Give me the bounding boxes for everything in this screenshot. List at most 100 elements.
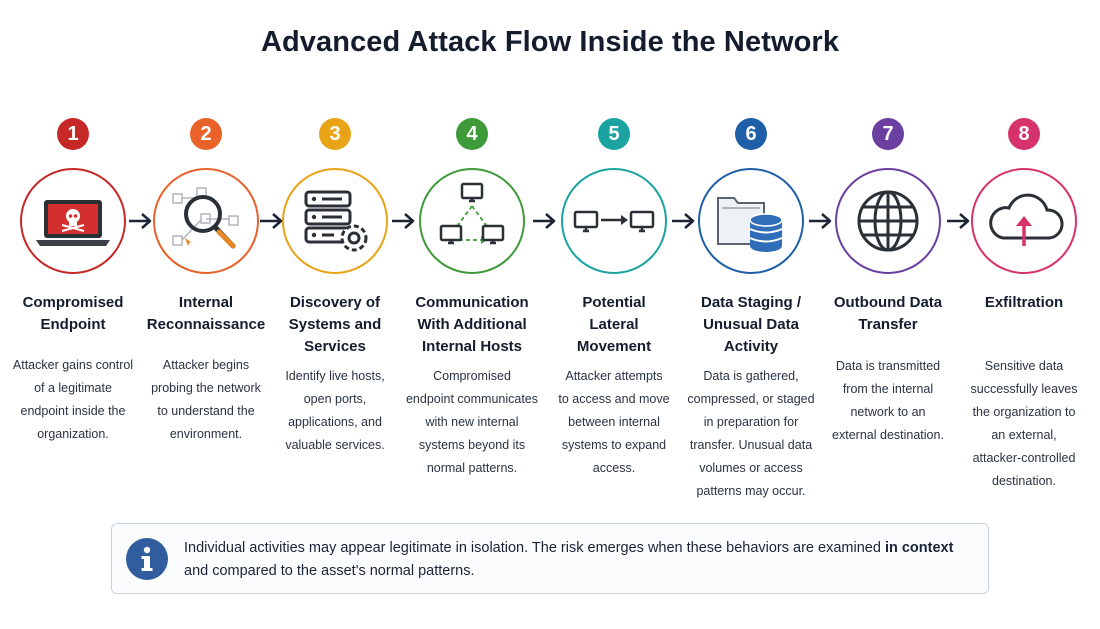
step-desc-line: external destination. xyxy=(832,428,944,442)
step-desc-line: the organization to xyxy=(972,405,1076,419)
flow-arrow-icon xyxy=(945,210,971,232)
step-desc-line: Compromised xyxy=(433,369,511,383)
step-desc-line: open ports, xyxy=(303,392,367,406)
info-icon xyxy=(126,538,168,580)
step-number-badge: 2 xyxy=(190,118,222,150)
step-desc-line: patterns may occur. xyxy=(696,484,806,498)
step-desc-line: attacker-controlled xyxy=(972,451,1076,465)
folder-database-icon xyxy=(717,197,783,252)
step-desc-line: transfer. Unusual data xyxy=(689,438,813,452)
step-description: Data is gathered, compressed, or staged in… xyxy=(679,365,823,503)
server-gear-icon xyxy=(304,190,368,252)
step-icon-ring xyxy=(20,168,126,274)
step-title-line: Internal Hosts xyxy=(421,338,523,355)
step-description: Sensitive data successfully leaves the org… xyxy=(952,355,1096,493)
step-number-badge: 8 xyxy=(1008,118,1040,150)
step-title-line: Outbound Data xyxy=(833,294,943,311)
step-desc-line: from the internal xyxy=(842,382,934,396)
info-text-after: and compared to the asset's normal patte… xyxy=(184,563,475,579)
step-title-line: Activity xyxy=(723,338,779,355)
step-description: Attacker begins probing the network to und… xyxy=(134,354,278,446)
step-number-badge: 4 xyxy=(456,118,488,150)
step-desc-line: successfully leaves xyxy=(970,382,1078,396)
step-description: Compromised endpoint communicates with new… xyxy=(400,365,544,480)
step-desc-line: compressed, or staged xyxy=(687,392,815,406)
step-desc-line: in preparation for xyxy=(703,415,799,429)
info-text-before: Individual activities may appear legitim… xyxy=(184,540,885,556)
step-desc-line: Sensitive data xyxy=(984,359,1064,373)
step-desc-line: organization. xyxy=(37,427,109,441)
step-desc-line: network to an xyxy=(850,405,926,419)
step-desc-line: with new internal xyxy=(425,415,519,429)
step-title-line: Data Staging / xyxy=(700,294,801,311)
step-title-line: Exfiltration xyxy=(984,294,1064,311)
cloud-upload-icon xyxy=(989,193,1064,246)
hosts-network-icon xyxy=(439,182,505,245)
step-title-line: Communication xyxy=(415,294,529,311)
step-desc-line: volumes or access xyxy=(699,461,803,475)
step-title-line: Unusual Data xyxy=(703,316,799,333)
step-desc-line: valuable services. xyxy=(285,438,385,452)
step-desc-line: destination. xyxy=(992,474,1056,488)
lateral-movement-icon xyxy=(573,210,655,233)
flow-arrow-icon xyxy=(531,210,557,232)
step-desc-line: Data is gathered, xyxy=(703,369,799,383)
step-desc-line: access. xyxy=(592,461,636,475)
step-number-badge: 5 xyxy=(598,118,630,150)
step-desc-line: systems to expand xyxy=(561,438,667,452)
step-title-line: Services xyxy=(304,338,366,355)
step-desc-line: of a legitimate xyxy=(34,381,112,395)
step-title-line: Internal xyxy=(178,294,234,311)
step-title-line: Transfer xyxy=(858,316,918,333)
step-icon-ring xyxy=(282,168,388,274)
step-desc-line: environment. xyxy=(169,427,243,441)
flow-arrow-icon xyxy=(390,210,416,232)
flow-arrow-icon xyxy=(127,210,153,232)
info-text-bold: in context xyxy=(884,540,954,556)
step-title-line: Discovery of xyxy=(289,294,381,311)
step-desc-line: Attacker begins xyxy=(162,358,250,372)
step-title-line: Systems and xyxy=(288,316,382,333)
step-title-line: Endpoint xyxy=(40,316,106,333)
laptop-skull-icon xyxy=(36,200,110,246)
step-icon-ring xyxy=(971,168,1077,274)
info-text: Individual activities may appear legitim… xyxy=(184,537,974,583)
step-desc-line: Attacker attempts xyxy=(565,369,663,383)
magnifier-network-icon xyxy=(172,187,239,249)
step-description: Identify live hosts, open ports, applicati… xyxy=(263,365,407,457)
step-desc-line: probing the network xyxy=(151,381,261,395)
flow-arrow-icon xyxy=(670,210,696,232)
step-icon-ring xyxy=(561,168,667,274)
step-title-line: Compromised xyxy=(22,294,124,311)
step-desc-line: between internal xyxy=(568,415,660,429)
step-desc-line: normal patterns. xyxy=(426,461,518,475)
page-title: Advanced Attack Flow Inside the Network xyxy=(260,26,840,58)
step-icon-ring xyxy=(153,168,259,274)
step-icon-ring xyxy=(698,168,804,274)
step-title: Exfiltration xyxy=(954,292,1094,314)
step-desc-line: to access and move xyxy=(558,392,670,406)
step-number-badge: 1 xyxy=(57,118,89,150)
step-title-line: Reconnaissance xyxy=(146,316,266,333)
info-callout: Individual activities may appear legitim… xyxy=(111,523,989,594)
step-title-line: Potential xyxy=(582,294,646,311)
step-desc-line: endpoint communicates xyxy=(405,392,539,406)
step-number-badge: 3 xyxy=(319,118,351,150)
globe-icon xyxy=(857,190,919,252)
step-desc-line: Attacker gains control xyxy=(12,358,134,372)
step-title-line: Lateral xyxy=(589,316,639,333)
step-desc-line: Data is transmitted xyxy=(835,359,941,373)
flow-arrow-icon xyxy=(807,210,833,232)
step-title-line: Movement xyxy=(576,338,652,355)
step-desc-line: to understand the xyxy=(157,404,255,418)
step-icon-ring xyxy=(419,168,525,274)
step-desc-line: applications, and xyxy=(288,415,382,429)
step-desc-line: Identify live hosts, xyxy=(285,369,385,383)
